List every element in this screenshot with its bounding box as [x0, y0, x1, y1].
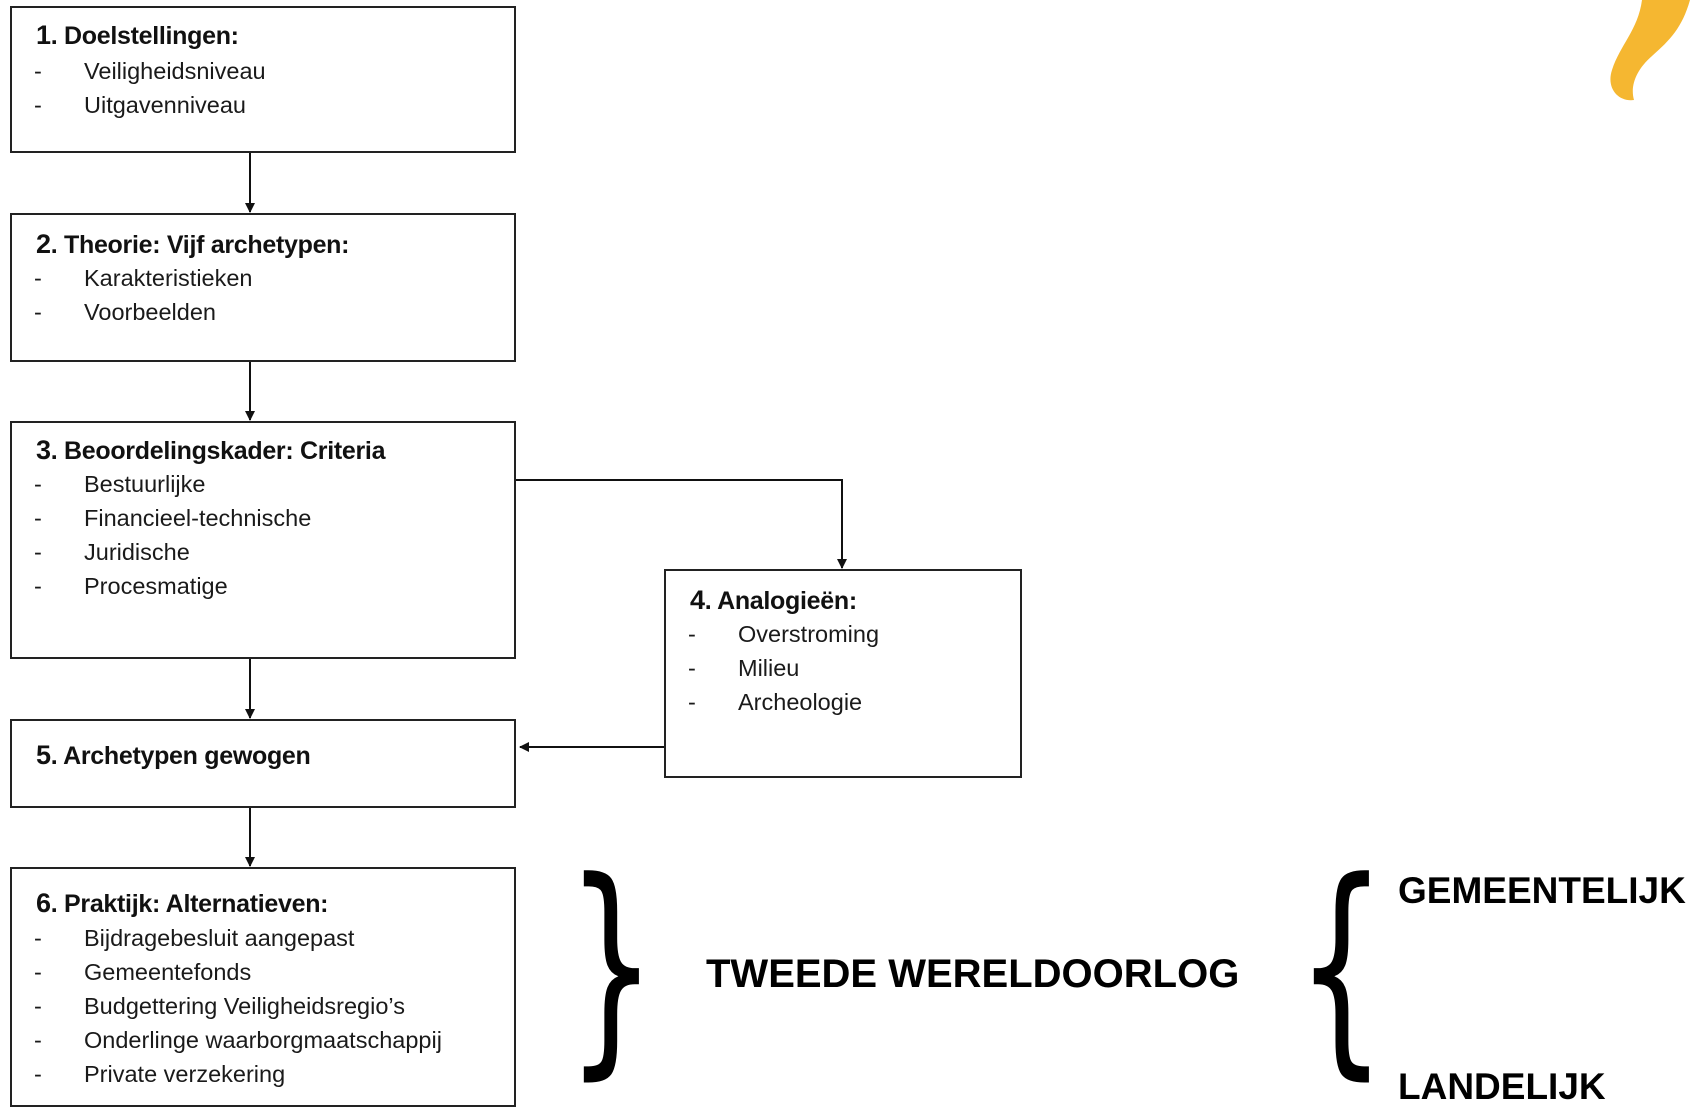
box-title: 6. Praktijk: Alternatieven: — [36, 888, 329, 918]
box-beoordelingskader: 3. Beoordelingskader: Criteria -Bestuurl… — [10, 421, 516, 659]
list-item: -Overstroming — [688, 621, 880, 647]
list-item: -Onderlinge waarborgmaatschappij — [34, 1027, 442, 1053]
arrow-3-to-4 — [516, 479, 847, 569]
label-landelijk: LANDELIJK — [1398, 1066, 1606, 1107]
item-list: -Bijdragebesluit aangepast -Gemeentefond… — [34, 921, 442, 1091]
list-item: -Karakteristieken — [34, 265, 253, 291]
box-title: 3. Beoordelingskader: Criteria — [36, 435, 386, 465]
item-list: -Overstroming -Milieu -Archeologie — [688, 617, 879, 719]
box-analogieen: 4. Analogieën: -Overstroming -Milieu -Ar… — [664, 569, 1022, 778]
list-item: -Archeologie — [688, 689, 863, 715]
label-gemeentelijk: GEMEENTELIJK — [1398, 870, 1686, 911]
label-tweede-wereldoorlog: TWEEDE WERELDOORLOG — [706, 952, 1240, 996]
list-item: -Private verzekering — [34, 1061, 286, 1087]
item-list: -Karakteristieken -Voorbeelden — [34, 261, 253, 329]
box-theorie: 2. Theorie: Vijf archetypen: -Karakteris… — [10, 213, 516, 362]
box-title: 1. Doelstellingen: — [36, 20, 239, 50]
list-item: -Milieu — [688, 655, 800, 681]
list-item: -Veiligheidsniveau — [34, 58, 266, 84]
list-item: -Gemeentefonds — [34, 959, 252, 985]
list-item: -Budgettering Veiligheidsregio’s — [34, 993, 405, 1019]
list-item: -Bestuurlijke — [34, 471, 206, 497]
box-archetypen-gewogen: 5. Archetypen gewogen — [10, 719, 516, 808]
list-item: -Financieel-technische — [34, 505, 312, 531]
box-praktijk: 6. Praktijk: Alternatieven: -Bijdragebes… — [10, 867, 516, 1107]
list-item: -Procesmatige — [34, 573, 228, 599]
list-item: -Uitgavenniveau — [34, 92, 246, 118]
list-item: -Bijdragebesluit aangepast — [34, 925, 355, 951]
item-list: -Veiligheidsniveau -Uitgavenniveau — [34, 54, 266, 122]
box-title: 4. Analogieën: — [690, 585, 857, 615]
list-item: -Juridische — [34, 539, 190, 565]
opening-brace: { — [1296, 833, 1387, 1100]
flame-logo-icon — [1610, 0, 1690, 101]
box-title: 5. Archetypen gewogen — [36, 740, 311, 770]
box-doelstellingen: 1. Doelstellingen: -Veiligheidsniveau -U… — [10, 6, 516, 153]
box-title: 2. Theorie: Vijf archetypen: — [36, 229, 350, 259]
closing-brace: } — [566, 833, 657, 1100]
list-item: -Voorbeelden — [34, 299, 216, 325]
item-list: -Bestuurlijke -Financieel-technische -Ju… — [34, 467, 311, 603]
